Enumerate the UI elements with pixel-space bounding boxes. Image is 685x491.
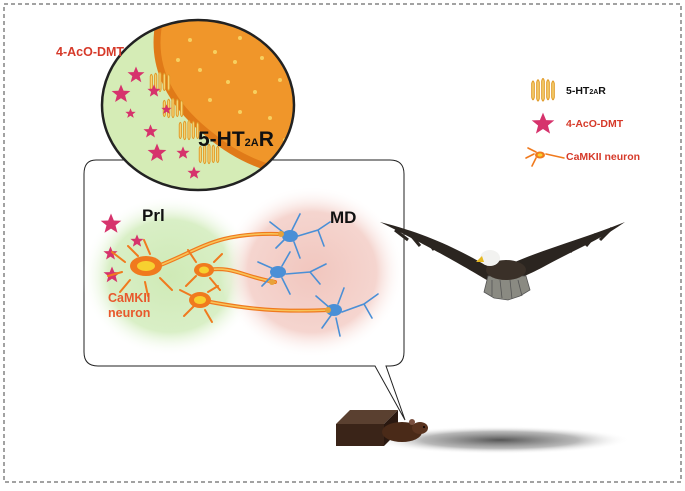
receptor-label-tail: R: [258, 128, 274, 151]
legend-drug-label: 4-AcO-DMT: [566, 118, 624, 130]
prl-label: Prl: [142, 206, 165, 225]
neuron-nucleus: [194, 296, 206, 304]
ground-shadow: [370, 426, 630, 454]
legend-receptor-sub: 2A: [589, 89, 599, 96]
md-somata: [270, 230, 342, 316]
receptor-label-sub: 2A: [244, 137, 259, 149]
prl-region: [82, 196, 258, 356]
receptor-label: 5-HT2AR: [198, 128, 274, 152]
md-label: MD: [330, 208, 357, 227]
camkii-neuron-icon: [525, 147, 565, 167]
legend-neuron-label: CaMKII neuron: [566, 151, 641, 163]
neuron-nucleus: [199, 266, 209, 274]
eagle-illustration: [380, 222, 625, 301]
camkii-line1: CaMKII: [108, 291, 151, 305]
zoom-membrane-view: [102, 20, 294, 190]
legend-receptor-tail: R: [598, 85, 606, 97]
mouse-illustration: [382, 419, 428, 442]
zoom-circle-outline: [100, 18, 296, 192]
synapse-terminals: [269, 231, 331, 313]
receptor-icon: [531, 78, 555, 102]
md-neurons: [257, 213, 379, 337]
legend-receptor-label: 5-HT2AR: [566, 85, 606, 97]
camkii-line2: neuron: [108, 306, 151, 320]
md-region: [220, 186, 404, 358]
legend-receptor-main: 5-HT: [566, 85, 590, 97]
star-icon: [531, 112, 555, 134]
outer-dashed-frame: [3, 3, 682, 483]
neuron-nucleus: [137, 261, 155, 271]
drug-label: 4-AcO-DMT: [56, 45, 125, 59]
receptor-label-main: 5-HT: [198, 128, 245, 151]
